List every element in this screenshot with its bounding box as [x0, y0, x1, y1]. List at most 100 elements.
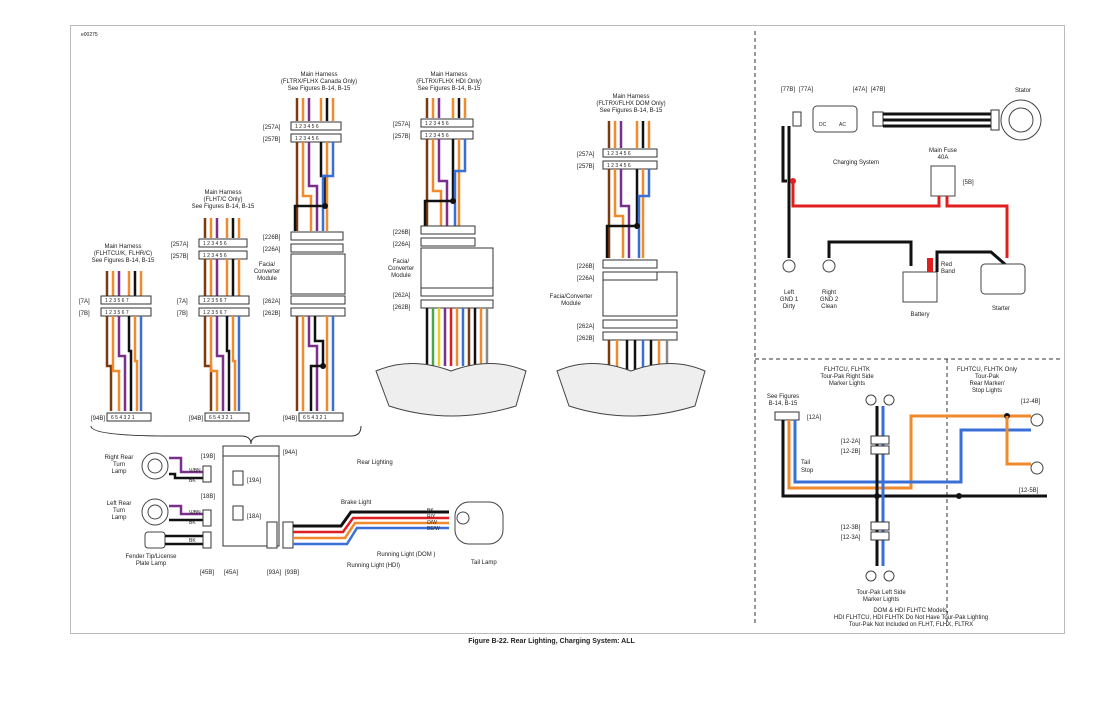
- diagram-label: [257B]: [393, 134, 411, 140]
- harness-group-1: Main Harness (FLHTCU/K, FLHR/C) See Figu…: [79, 244, 155, 422]
- rear-lighting: Rear Lighting Right Rear Turn Lamp [19B]…: [105, 445, 504, 576]
- diagram-shape: [1030, 413, 1044, 427]
- diagram-label: [94B]: [283, 416, 297, 422]
- diagram-shape: [774, 411, 800, 421]
- diagram-shape: [290, 243, 344, 253]
- diagram-label: GND 1: [780, 297, 799, 303]
- diagram-label: Lamp: [111, 515, 127, 521]
- figure-caption: Figure B-22. Rear Lighting, Charging Sys…: [468, 638, 635, 645]
- diagram-shape: [293, 510, 449, 528]
- diagram-shape: [133, 316, 139, 411]
- diagram-shape: [602, 331, 678, 341]
- diagram-label: BK: [189, 538, 196, 544]
- diagram-label: 1 2 3 4 5 6: [607, 151, 631, 157]
- diagram-label: [47A]: [853, 87, 867, 93]
- connector-94b-1: [106, 412, 152, 422]
- diagram-label: Converter: [388, 266, 414, 272]
- diagram-shape: [293, 142, 327, 231]
- diagram-shape: [605, 169, 651, 258]
- diagram-shape: [431, 139, 443, 226]
- diagram-shape: [293, 526, 449, 546]
- diagram-label: 40A: [938, 155, 949, 161]
- diagram-label: [12-3B]: [841, 525, 861, 531]
- diagram-label: Module: [561, 301, 581, 307]
- diagram-shape: [295, 316, 335, 411]
- harness-1-title-3: See Figures B-14, B-15: [92, 258, 155, 264]
- figure-id: e00275: [81, 32, 98, 38]
- diagram-label: 1 2 3 5 6 7: [203, 298, 227, 304]
- diagram-label: [226A]: [263, 247, 281, 253]
- brake-light-label: Brake Light: [341, 500, 372, 506]
- diagram-label: Converter: [254, 269, 280, 275]
- rear-lighting-title: Rear Lighting: [357, 460, 393, 466]
- diagram-shape: [203, 218, 241, 238]
- diagram-label: [19B]: [201, 454, 215, 460]
- diagram-shape: [293, 516, 449, 534]
- diagram-shape: [1008, 107, 1034, 133]
- diagram-shape: [202, 531, 212, 549]
- diagram-label: BE/W: [427, 526, 440, 532]
- diagram-label: [262B]: [577, 336, 595, 342]
- diagram-label: Starter: [992, 306, 1010, 312]
- diagram-shape: [169, 504, 203, 516]
- diagram-shape: [883, 570, 895, 582]
- diagram-label: [45A]: [224, 570, 238, 576]
- diagram-shape: [290, 133, 342, 143]
- diagram-shape: [619, 169, 631, 258]
- diagram-label: AC: [839, 122, 846, 128]
- diagram-label: Marker Lights: [863, 597, 899, 603]
- diagram-label: [257B]: [263, 137, 281, 143]
- running-dom-label: Running Light (DOM ): [377, 552, 435, 558]
- connector-7b: [100, 307, 152, 317]
- diagram-shape: [105, 316, 113, 411]
- diagram-label: GND 2: [820, 297, 839, 303]
- diagram-label: Stop Lights: [972, 388, 1002, 394]
- diagram-shape: [420, 118, 474, 128]
- diagram-label: (FLTRX/FLHX HDI Only): [416, 79, 482, 85]
- voltage-regulator: [812, 105, 858, 133]
- diagram-label: [226A]: [577, 276, 595, 282]
- diagram-shape: [231, 316, 237, 411]
- diagram-label: BK: [189, 520, 196, 526]
- battery: [902, 271, 938, 303]
- diagram-shape: [602, 160, 658, 170]
- connector-93b: [282, 521, 294, 549]
- label-7b-2: [7B]: [177, 311, 188, 317]
- fascia-lamp-4: [375, 363, 527, 417]
- lighting-module: [222, 455, 280, 547]
- diagram-shape: [602, 259, 658, 269]
- diagram-label: R/Y: [427, 514, 436, 520]
- harness-1-pins-7b: 1 2 3 5 6 7: [105, 310, 129, 316]
- diagram-shape: [607, 121, 651, 148]
- diagram-shape: [423, 139, 455, 226]
- diagram-label: Battery: [910, 312, 929, 318]
- diagram-shape: [293, 521, 449, 540]
- diagram-shape: [147, 504, 163, 520]
- diagram-shape: [169, 456, 203, 474]
- diagram-frame: e00275 Main Harness (FLHTCU/K, FLHR/C) S…: [70, 25, 1065, 634]
- diagram-label: Fender Tip/License: [125, 554, 177, 560]
- diagram-label: Right: [822, 290, 836, 296]
- diagram-label: Left Rear: [107, 501, 132, 507]
- diagram-label: Stop: [801, 468, 814, 474]
- harness-group-5: Main Harness (FLTRX/FLHX DOM Only) See F…: [550, 94, 706, 417]
- diagram-label: (FLTRX/FLHX Canada Only): [281, 79, 357, 85]
- diagram-shape: [874, 493, 880, 499]
- diagram-label: [12-3A]: [841, 535, 861, 541]
- diagram-shape: [781, 126, 787, 183]
- connector-7a-2: [198, 295, 250, 305]
- diagram-label: Facia/: [393, 259, 410, 265]
- diagram-label: [257A]: [393, 122, 411, 128]
- harness-group-3: Main Harness (FLTRX/FLHX Canada Only) Se…: [254, 72, 357, 422]
- left-gnd: [782, 259, 796, 273]
- diagram-shape: [870, 531, 890, 541]
- wiring-diagram: e00275 Main Harness (FLHTCU/K, FLHR/C) S…: [79, 31, 1061, 628]
- diagram-label: 6 5 4 3 2 1: [303, 415, 327, 421]
- diagram-label: [18A]: [247, 514, 261, 520]
- connector-93a: [266, 521, 278, 549]
- diagram-label: FLHTCU, FLHTK: [824, 367, 870, 373]
- running-hdi-label: Running Light (HDI): [347, 563, 400, 569]
- diagram-shape: [117, 316, 127, 411]
- diagram-label: 1 2 3 4 5 6: [295, 136, 319, 142]
- facia-module-5: [602, 271, 678, 317]
